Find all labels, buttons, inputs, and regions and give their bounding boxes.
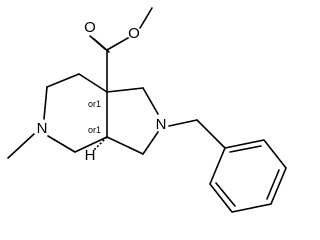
bond-ring-ch2-c-to-fusion-carbon bbox=[74, 136, 108, 153]
bond-ring-ch2-b-to-nitrogen bbox=[43, 86, 48, 120]
bond-pyrrolidine-ch2-top-to-nitrogen bbox=[142, 87, 159, 115]
benzene-double-bond-1 bbox=[229, 145, 262, 153]
atom-carbonyl-oxygen: O bbox=[84, 19, 96, 36]
benzene-double-bond-3 bbox=[215, 182, 236, 207]
bond-nitrogen-to-benzyl-ch2 bbox=[168, 119, 198, 127]
atom-stereo-hydrogen: H bbox=[85, 147, 96, 164]
benzene-ring bbox=[209, 139, 287, 213]
bond-pyrrolidine-ch2-bottom-to-fusion bbox=[106, 136, 144, 155]
benzene-double-bond-2 bbox=[266, 169, 280, 200]
bond-ether-oxygen-to-carbonyl bbox=[106, 37, 129, 51]
structure-canvas: O O N N H or1 or1 bbox=[7, 7, 287, 213]
stereo-label-ring-fusion: or1 bbox=[88, 125, 101, 135]
bond-ring-ch2-a-to-ch2-b bbox=[46, 73, 80, 88]
bond-nitrogen-to-ring-ch2-c bbox=[47, 135, 76, 153]
atom-piperidine-nitrogen: N bbox=[37, 120, 48, 137]
bond-quaternary-to-ring-ch2-a bbox=[78, 73, 108, 93]
bond-nitrogen-to-pyrrolidine-ch2-bottom bbox=[142, 131, 159, 155]
bond-quaternary-to-pyrrolidine-ch2-top bbox=[106, 87, 144, 93]
atom-ether-oxygen: O bbox=[128, 25, 140, 42]
stereo-label-quaternary: or1 bbox=[88, 99, 101, 109]
bond-benzyl-ch2-to-ring bbox=[196, 119, 226, 149]
bond-methyl-to-ether-oxygen bbox=[139, 7, 153, 29]
bond-fusion-carbon-to-hydrogen-hashed bbox=[92, 136, 108, 152]
bond-nitrogen-to-methyl bbox=[7, 133, 35, 159]
chemical-structure-diagram: O O N N H or1 or1 bbox=[7, 7, 287, 213]
atom-pyrrolidine-nitrogen: N bbox=[156, 116, 167, 133]
